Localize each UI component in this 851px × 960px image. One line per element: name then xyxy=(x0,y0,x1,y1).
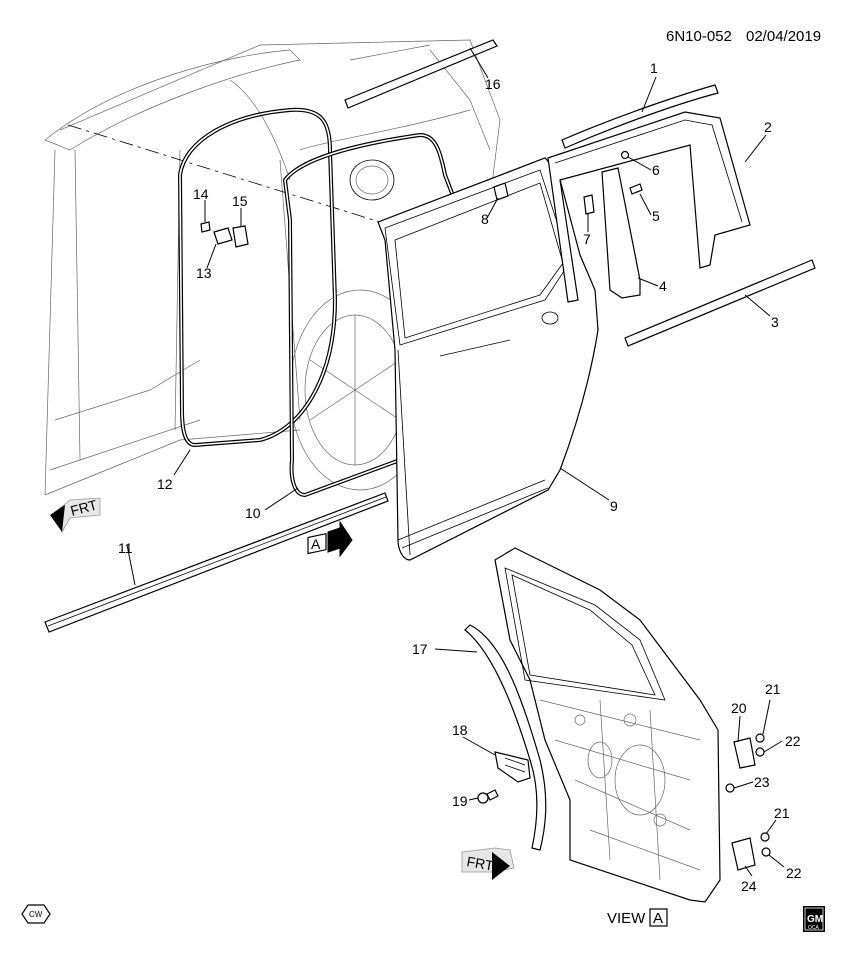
frt-arrow-upper: FRT xyxy=(50,496,101,533)
callout-18: 18 xyxy=(452,722,468,738)
part-17-seal xyxy=(464,624,547,851)
part-15-striker xyxy=(232,225,249,248)
gm-logo-subtext: OCA xyxy=(808,925,820,931)
callout-14: 14 xyxy=(193,186,209,202)
callout-2: 2 xyxy=(764,119,772,135)
callout-8: 8 xyxy=(481,211,489,227)
part-3-belt-moulding xyxy=(624,259,816,347)
part-23-bolt xyxy=(725,783,735,793)
part-9-rear-door xyxy=(377,157,599,561)
part-1-moulding xyxy=(561,84,719,149)
callout-17: 17 xyxy=(412,641,428,657)
callout-19: 19 xyxy=(452,793,468,809)
callout-1: 1 xyxy=(650,60,658,76)
callout-9: 9 xyxy=(610,498,618,514)
part-8-clip xyxy=(493,182,509,201)
callout-3: 3 xyxy=(771,314,779,330)
part-18-check-link xyxy=(494,751,531,783)
fasteners-upper xyxy=(200,150,643,248)
diagram-date: 02/04/2019 xyxy=(746,28,821,45)
callout-16: 16 xyxy=(485,76,501,92)
part-14-bolt xyxy=(200,221,211,233)
view-a-label: VIEW A xyxy=(607,908,668,927)
gm-logo-text: GM xyxy=(807,914,823,925)
cw-badge: CW xyxy=(21,904,51,924)
frt-label-upper: FRT xyxy=(69,496,100,519)
gm-logo: GM OCA xyxy=(803,906,825,932)
part-13-bracket xyxy=(213,227,233,245)
callout-labels: 1 2 3 4 5 6 7 8 9 10 11 12 13 14 15 16 1… xyxy=(118,60,802,894)
callout-5: 5 xyxy=(652,208,660,224)
callout-13: 13 xyxy=(196,265,212,281)
part-20-upper-hinge xyxy=(733,733,765,769)
frt-arrow-lower: FRT xyxy=(461,847,515,880)
callout-22-lower: 22 xyxy=(786,865,802,881)
view-label: VIEW xyxy=(607,910,646,927)
part-5-fastener xyxy=(629,183,643,195)
leader-lines xyxy=(126,47,785,877)
part-12-weatherstrip xyxy=(178,107,337,447)
view-ref-label: A xyxy=(653,910,663,927)
callout-11: 11 xyxy=(118,540,133,556)
callout-12: 12 xyxy=(157,476,173,492)
part-11-rocker-moulding xyxy=(44,492,389,633)
callout-21-upper: 21 xyxy=(765,681,781,697)
part-24-lower-hinge xyxy=(731,832,771,871)
part-6-fastener xyxy=(620,150,630,160)
callout-21-lower: 21 xyxy=(774,805,790,821)
frt-label-lower: FRT xyxy=(465,853,495,874)
callout-22-upper: 22 xyxy=(785,733,801,749)
part-19-bolt xyxy=(477,789,499,804)
part-4-applique xyxy=(601,167,641,299)
arrow-ref-label: A xyxy=(311,536,321,552)
part-10-weatherstrip xyxy=(283,133,472,497)
cw-badge-text: CW xyxy=(29,910,43,919)
part-7-clip xyxy=(583,194,595,215)
callout-7: 7 xyxy=(583,231,591,247)
view-a-arrow: A xyxy=(307,520,353,558)
callout-20: 20 xyxy=(731,700,747,716)
callout-15: 15 xyxy=(232,193,248,209)
part-16-moulding xyxy=(344,39,498,109)
callout-24: 24 xyxy=(741,878,757,894)
callout-6: 6 xyxy=(652,162,660,178)
view-a-inner-panel xyxy=(494,547,721,903)
callout-10: 10 xyxy=(245,505,261,521)
diagram-id: 6N10-052 xyxy=(666,28,732,45)
callout-4: 4 xyxy=(659,278,667,294)
part-2-window-frame xyxy=(547,111,751,303)
callout-23: 23 xyxy=(754,774,770,790)
